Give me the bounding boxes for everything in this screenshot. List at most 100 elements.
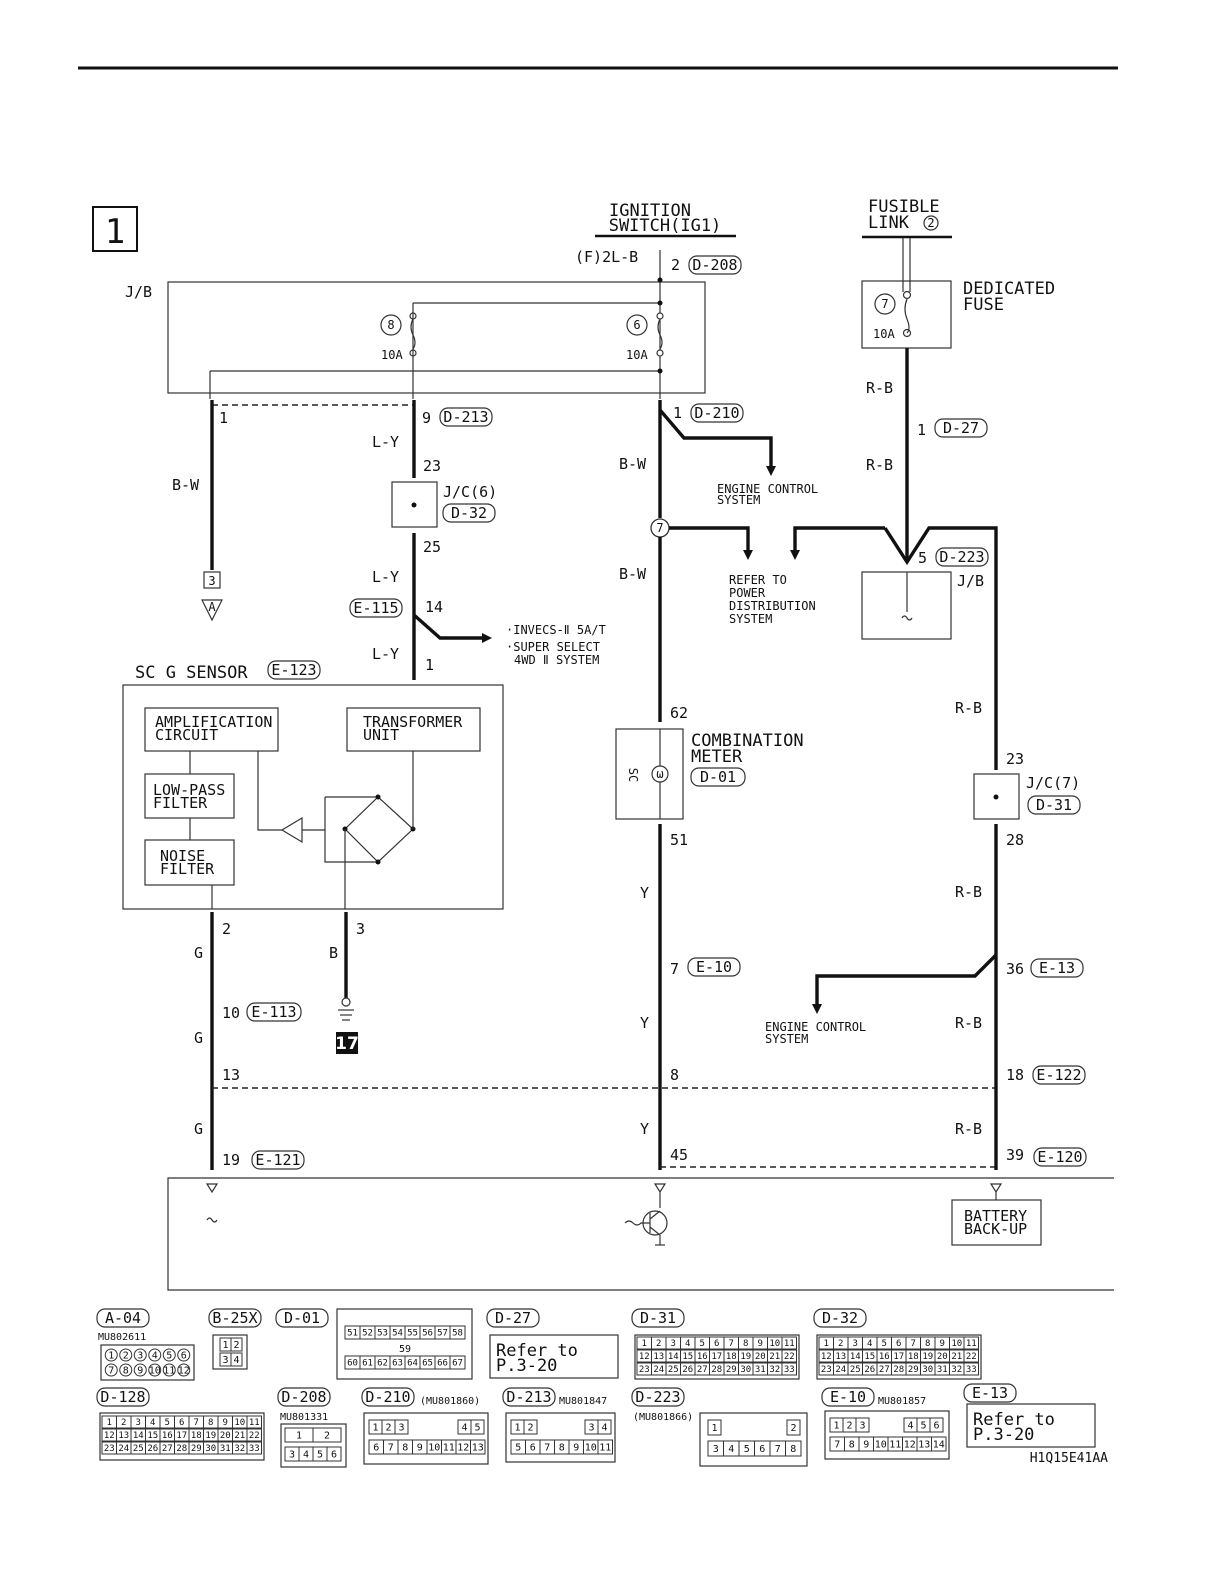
connector-pin-label: 6: [759, 1444, 765, 1455]
svg-text:L-Y: L-Y: [372, 433, 399, 451]
connector-pin-label: 67: [452, 1359, 463, 1369]
connector-pin-label: 6: [896, 1339, 901, 1349]
connector-pin-label: 2: [121, 1418, 126, 1428]
connector-pin-label: 28: [711, 1365, 722, 1375]
svg-text:D-01: D-01: [700, 768, 736, 786]
connector-pin-label: 11: [966, 1339, 977, 1349]
connector-pin-label: 9: [863, 1440, 869, 1451]
svg-text:METER: METER: [691, 747, 743, 767]
connector-pin-label: 4: [152, 1351, 158, 1362]
svg-text:D-210: D-210: [694, 404, 739, 422]
connector-pin-label: 3: [713, 1444, 719, 1455]
svg-text:Refer to: Refer to: [973, 1410, 1055, 1430]
svg-text:D-213: D-213: [443, 408, 488, 426]
svg-text:D-32: D-32: [822, 1309, 858, 1327]
connector-pin: [119, 1348, 133, 1362]
connector-pin-label: 7: [544, 1443, 550, 1454]
connector-pin: [133, 1348, 147, 1362]
svg-text:CIRCUIT: CIRCUIT: [155, 726, 218, 744]
svg-text:SYSTEM: SYSTEM: [717, 493, 760, 507]
connector-pin-label: 1: [108, 1351, 114, 1362]
connector-pin-label: 5: [474, 1423, 480, 1434]
connector-pin-label: 60: [347, 1359, 358, 1369]
control-unit: BATTERY BACK-UP: [167, 1177, 1114, 1291]
connector-pin-label: 17: [711, 1352, 722, 1362]
connector-pin-label: 23: [104, 1444, 115, 1454]
connector-pin: [781, 1349, 797, 1363]
connector-pin: [162, 1348, 176, 1362]
svg-text:8: 8: [387, 318, 394, 332]
connector-pin-label: 2: [324, 1431, 330, 1442]
connector-pin: [597, 1439, 613, 1455]
connector-pin-label: 9: [573, 1443, 579, 1454]
connector-pin-label: 12: [821, 1352, 832, 1362]
offpage-connector-a: 3 A: [201, 571, 223, 622]
svg-text:DISTRIBUTION: DISTRIBUTION: [729, 599, 816, 613]
connector-pin-label: 11: [443, 1443, 455, 1454]
connector-pin-label: 2: [123, 1351, 129, 1362]
connector-pin-label: 2: [790, 1423, 796, 1434]
svg-text:D-208: D-208: [692, 256, 737, 274]
svg-text:G: G: [194, 944, 203, 962]
legend-e13: E-13 Refer to P.3-20: [963, 1383, 1096, 1448]
svg-text:1: 1: [917, 421, 926, 439]
svg-text:SYSTEM: SYSTEM: [729, 612, 772, 626]
connector-pin: [177, 1363, 191, 1377]
connector-pin-label: 3: [853, 1339, 858, 1349]
junction-block: J/B 8 10A 6 10A: [125, 250, 706, 399]
svg-text:COMBINATION: COMBINATION: [691, 731, 804, 751]
svg-text:4WD Ⅱ SYSTEM: 4WD Ⅱ SYSTEM: [514, 653, 599, 667]
connector-pin-label: 5: [920, 1421, 926, 1432]
connector-pin: [449, 1355, 466, 1370]
svg-text:E-13: E-13: [972, 1384, 1008, 1402]
svg-text:E-113: E-113: [251, 1003, 296, 1021]
svg-text:39: 39: [1006, 1146, 1024, 1164]
svg-text:ENGINE CONTROL: ENGINE CONTROL: [717, 482, 818, 496]
svg-text:(MU801860): (MU801860): [420, 1396, 480, 1407]
junction-block-lower: J/B: [861, 571, 984, 640]
connector-pin-label: 63: [392, 1359, 403, 1369]
legend-d27: D-27 Refer to P.3-20: [486, 1308, 619, 1379]
svg-text:R-B: R-B: [955, 883, 982, 901]
svg-text:D-128: D-128: [100, 1388, 145, 1406]
connector-pin-label: 61: [362, 1359, 373, 1369]
connector-pin-label: 14: [850, 1352, 861, 1362]
connector-pin: [246, 1441, 262, 1455]
connector-pin-label: 23: [639, 1365, 650, 1375]
connector-e13-tag: E-13: [1030, 958, 1084, 978]
svg-text:D-31: D-31: [640, 1309, 676, 1327]
svg-text:P.3-20: P.3-20: [973, 1425, 1034, 1445]
connector-pin: [119, 1363, 133, 1377]
connector-pin-label: 22: [966, 1352, 977, 1362]
connector-pin-label: 9: [758, 1339, 763, 1349]
svg-text:D-27: D-27: [495, 1309, 531, 1327]
svg-text:E-10: E-10: [830, 1388, 866, 1406]
connector-pin: [162, 1363, 176, 1377]
connector-pin-label: 56: [422, 1329, 433, 1339]
connector-pin-label: 2: [233, 1340, 239, 1351]
connector-pin-label: 19: [740, 1352, 751, 1362]
connector-pin-label: 6: [179, 1418, 184, 1428]
connector-pin-label: 13: [835, 1352, 846, 1362]
svg-text:L-Y: L-Y: [372, 645, 399, 663]
connector-pin-label: 11: [599, 1443, 611, 1454]
svg-text:J/B: J/B: [957, 572, 984, 590]
svg-text:D-223: D-223: [939, 548, 984, 566]
svg-text:MU802611: MU802611: [98, 1332, 146, 1343]
svg-text:10A: 10A: [873, 327, 895, 341]
connector-pin-label: 10: [428, 1443, 440, 1454]
connector-pin-label: 10: [769, 1339, 780, 1349]
svg-text:D-32: D-32: [451, 504, 487, 522]
svg-text:1: 1: [219, 409, 228, 427]
svg-text:LINK: LINK: [868, 213, 910, 233]
connector-pin-label: 20: [937, 1352, 948, 1362]
connector-pin-label: 11: [889, 1440, 901, 1451]
svg-text:MU801847: MU801847: [559, 1396, 607, 1407]
connector-pin: [929, 1417, 944, 1433]
connector-pin-label: 33: [966, 1365, 977, 1375]
svg-text:28: 28: [1006, 831, 1024, 849]
connector-pin-label: 64: [407, 1359, 418, 1369]
